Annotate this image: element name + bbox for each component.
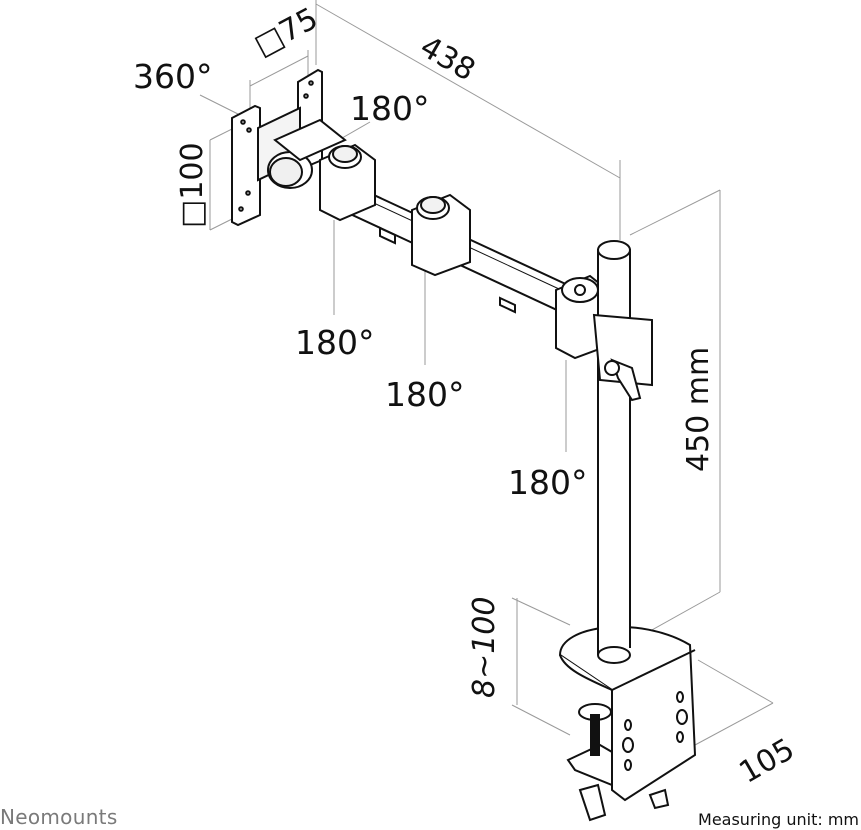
label-joint-2: 180° xyxy=(385,375,465,414)
tilt-head xyxy=(267,118,347,189)
desk-clamp xyxy=(558,600,697,822)
brand-logo: Neomounts xyxy=(0,805,118,829)
dimension-lines xyxy=(199,0,774,746)
label-joint-1: 180° xyxy=(295,323,375,362)
pole xyxy=(592,240,653,661)
label-clamp-range: 8~100 xyxy=(467,596,502,698)
label-joint-3: 180° xyxy=(508,463,588,502)
label-tilt-rotation: 360° xyxy=(133,57,213,96)
measuring-unit-note: Measuring unit: mm xyxy=(698,810,859,829)
label-pole-height: 450 mm xyxy=(681,346,716,472)
label-vesa-large: □100 xyxy=(175,142,210,228)
arm xyxy=(319,143,611,360)
label-head-swivel: 180° xyxy=(350,89,430,128)
